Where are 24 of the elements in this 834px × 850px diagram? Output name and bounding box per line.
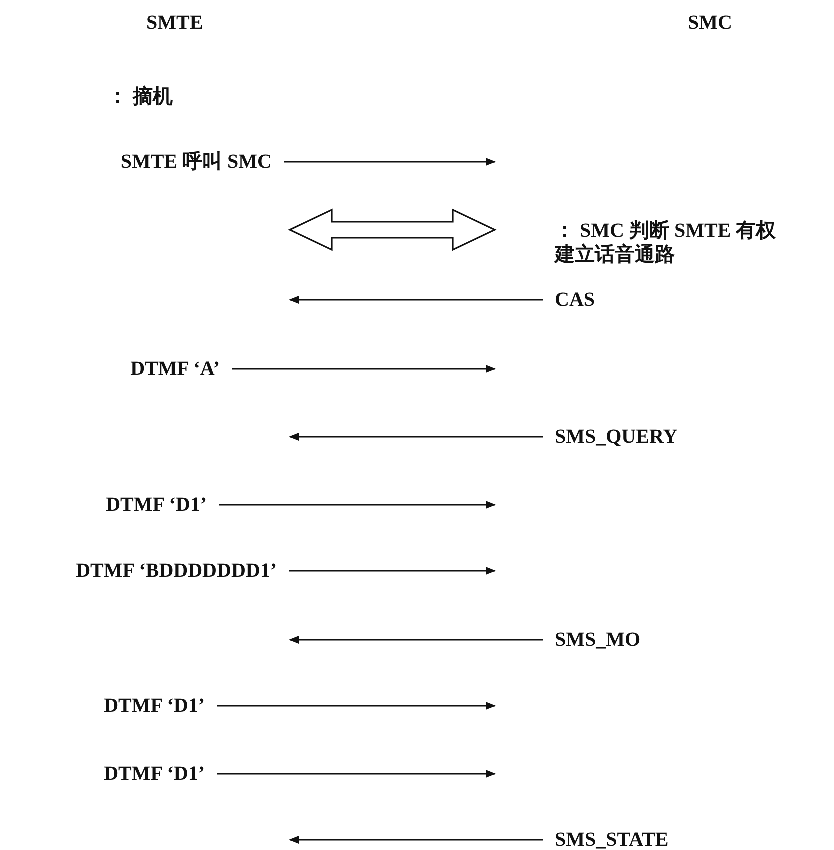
message-label: SMTE 呼叫 SMC [120,150,272,174]
message-label: DTMF ‘D1’ [106,493,207,517]
message-arrow [289,296,543,304]
message-label: SMS_QUERY [555,425,795,449]
message-label: DTMF ‘BDDDDDDD1’ [76,559,277,583]
message-arrow [284,158,496,166]
message-label: ： SMC 判断 SMTE 有权建立话音通路 [555,219,795,267]
message-arrow [217,702,496,710]
message-label: SMS_STATE [555,828,795,850]
message-arrow [289,636,543,644]
message-label: SMS_MO [555,628,795,652]
message-arrow [217,770,496,778]
message-label: CAS [555,288,795,312]
step-note: ： 摘机 [108,85,173,109]
message-arrow [289,567,496,575]
message-arrow [219,501,496,509]
lane-heading: SMC [688,11,732,35]
message-label: DTMF ‘D1’ [104,762,205,786]
lane-heading: SMTE [146,11,204,35]
message-arrow [289,433,543,441]
message-arrow [232,365,496,373]
message-label: DTMF ‘A’ [130,357,220,381]
message-arrow [289,836,543,844]
message-label: DTMF ‘D1’ [104,694,205,718]
